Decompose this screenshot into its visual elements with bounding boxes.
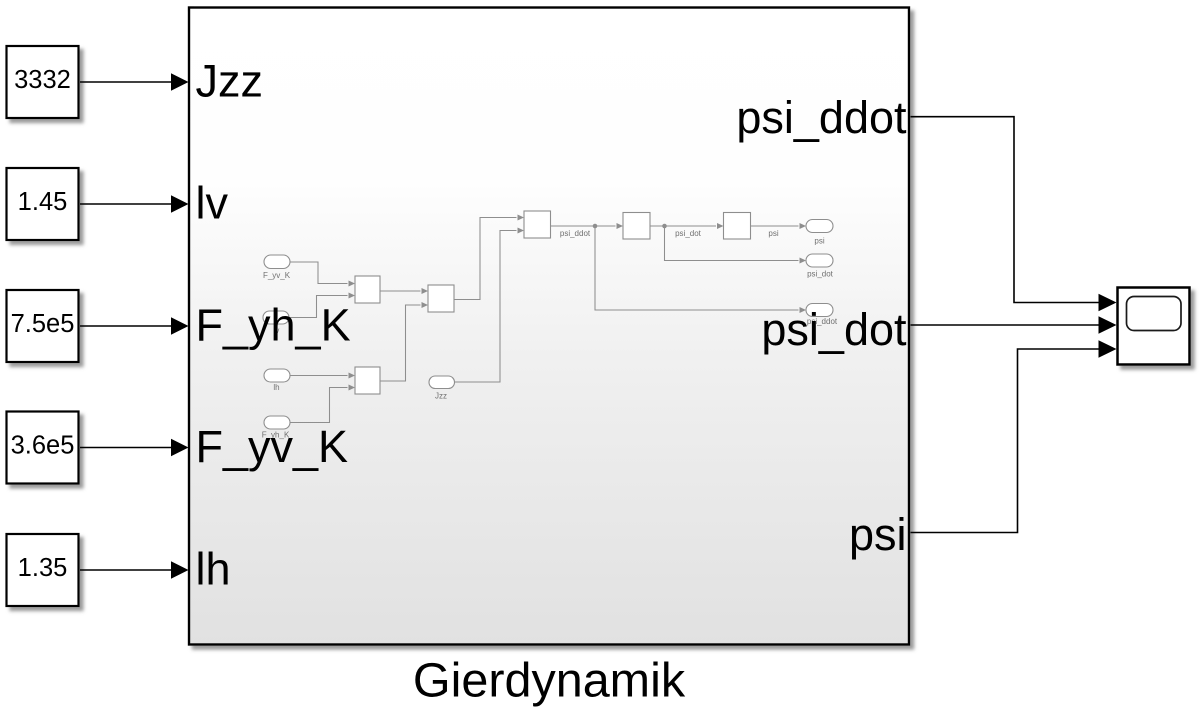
svg-text:Gierdynamik: Gierdynamik [413, 654, 686, 708]
svg-text:F_yv_K: F_yv_K [196, 421, 349, 472]
svg-text:F_yh_K: F_yh_K [196, 300, 351, 351]
svg-text:1.45: 1.45 [18, 188, 68, 216]
svg-text:1.35: 1.35 [18, 554, 68, 582]
svg-text:lv: lv [196, 178, 229, 229]
svg-text:psi_ddot: psi_ddot [736, 92, 907, 143]
svg-text:psi_ddot: psi_ddot [807, 317, 838, 326]
svg-text:psi_dot: psi_dot [675, 229, 702, 238]
svg-text:7.5e5: 7.5e5 [11, 310, 75, 338]
svg-text:Jzz: Jzz [196, 56, 264, 107]
svg-text:lv: lv [274, 326, 280, 335]
svg-text:psi_dot: psi_dot [807, 270, 834, 279]
svg-text:F_yv_K: F_yv_K [263, 271, 291, 280]
svg-text:Jzz: Jzz [435, 392, 447, 401]
svg-text:psi: psi [849, 509, 907, 560]
svg-text:3332: 3332 [14, 66, 71, 94]
svg-text:psi_ddot: psi_ddot [560, 229, 591, 238]
svg-text:psi: psi [814, 237, 824, 246]
svg-text:psi_dot: psi_dot [761, 304, 907, 355]
svg-text:F_yh_K: F_yh_K [262, 431, 290, 440]
svg-text:3.6e5: 3.6e5 [11, 432, 75, 460]
svg-text:lh: lh [273, 383, 279, 392]
svg-text:psi: psi [768, 229, 778, 238]
svg-text:lh: lh [196, 544, 231, 595]
